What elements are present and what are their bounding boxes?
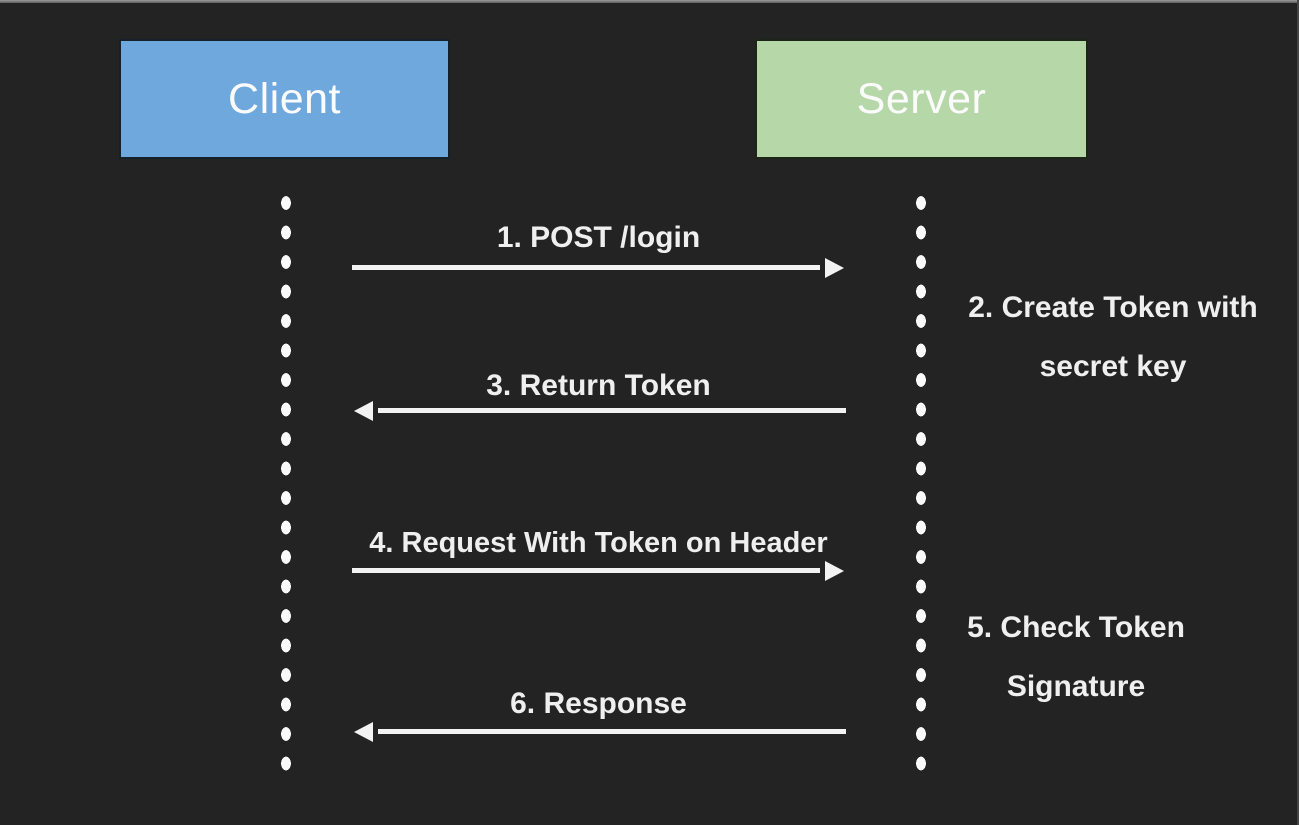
message-1-arrow-right-icon	[352, 265, 820, 270]
message-4-arrow-right-icon	[352, 568, 820, 573]
message-6-arrow-left-icon	[378, 729, 846, 734]
client-lifeline	[280, 195, 292, 785]
right-edge-line	[1297, 0, 1299, 825]
message-1-label: 1. POST /login	[496, 221, 701, 254]
note-5-line-1: 5. Check Token	[967, 611, 1185, 644]
note-5-line-2: Signature	[1006, 670, 1146, 703]
note-5-check-token: 5. Check Token Signature	[950, 598, 1202, 716]
actor-client-label: Client	[228, 74, 341, 123]
actor-server-label: Server	[856, 74, 987, 123]
message-3-label: 3. Return Token	[486, 369, 711, 402]
server-lifeline	[915, 195, 927, 785]
note-2-line-1: 2. Create Token with	[968, 291, 1258, 324]
actor-box-server: Server	[755, 39, 1088, 159]
message-4-label: 4. Request With Token on Header	[369, 527, 828, 559]
message-6-label: 6. Response	[510, 687, 687, 720]
note-2-line-2: secret key	[1039, 350, 1187, 383]
message-3-arrow-left-icon	[378, 408, 846, 413]
note-2-create-token: 2. Create Token with secret key	[952, 278, 1274, 396]
actor-box-client: Client	[119, 39, 450, 159]
top-edge-line	[0, 0, 1299, 3]
